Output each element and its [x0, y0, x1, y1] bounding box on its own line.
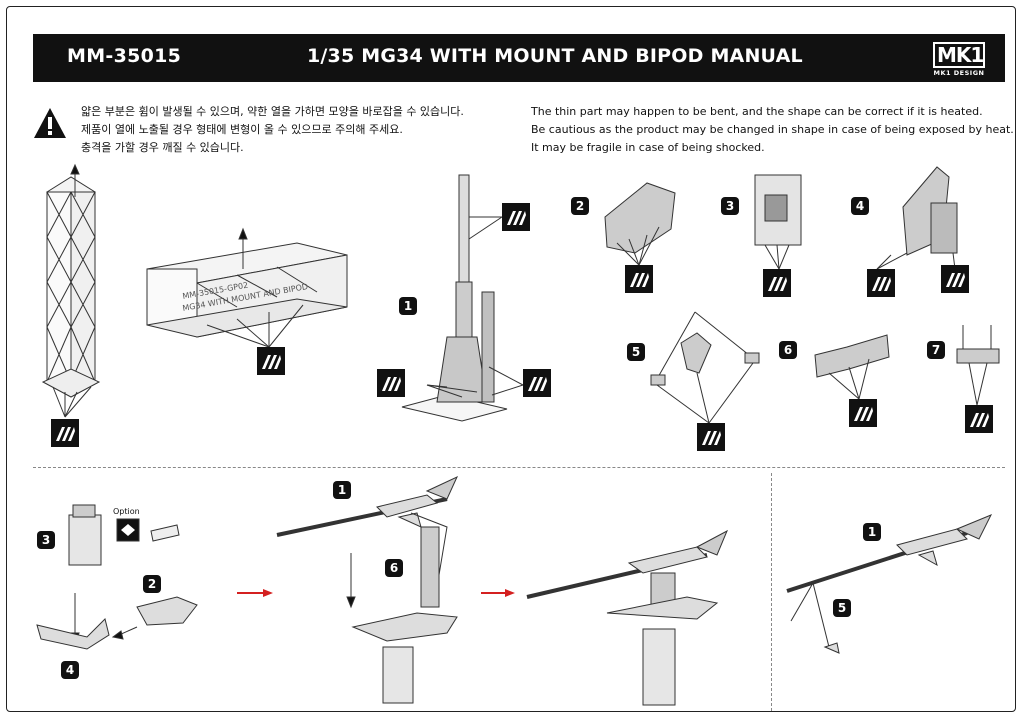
step-number-1: 1 — [863, 523, 881, 541]
sprue-cut-icon — [625, 265, 653, 293]
logo-subtitle: MK1 DESIGN — [933, 69, 985, 77]
manual-sheet: MM-35015 1/35 MG34 WITH MOUNT AND BIPOD … — [6, 6, 1016, 712]
assembly-drawings — [36, 475, 993, 706]
part1-gun-standing — [401, 174, 524, 422]
sprue-cut-icon — [965, 405, 993, 433]
tall-frame-drawing — [41, 163, 101, 418]
product-code: MM-35015 — [67, 45, 182, 67]
parts-illustration: MM-35015-GP02 MG34 WITH MOUNT AND BIPOD — [36, 163, 1000, 706]
part-number-7: 7 — [927, 341, 945, 359]
warning-korean: 얇은 부분은 휨이 발생될 수 있으며, 약한 열을 가하면 모양을 바로잡을 … — [81, 103, 464, 157]
sprue-cut-icon — [849, 399, 877, 427]
part-number-2: 2 — [571, 197, 589, 215]
step-number-1: 1 — [333, 481, 351, 499]
warning-korean-line: 충격을 가할 경우 깨질 수 있습니다. — [81, 141, 244, 154]
warning-english-line: Be cautious as the product may be change… — [531, 123, 1014, 136]
section-divider — [33, 467, 1005, 468]
warning-korean-line: 제품이 열에 노출될 경우 형태에 변형이 올 수 있으므로 주의해 주세요. — [81, 123, 403, 136]
header-bar: MM-35015 1/35 MG34 WITH MOUNT AND BIPOD … — [33, 34, 1005, 82]
step-number-5: 5 — [833, 599, 851, 617]
part-number-5: 5 — [627, 343, 645, 361]
sprue-cut-icon — [257, 347, 285, 375]
warning-korean-line: 얇은 부분은 휨이 발생될 수 있으며, 약한 열을 가하면 모양을 바로잡을 … — [81, 105, 464, 118]
manual-title: 1/35 MG34 WITH MOUNT AND BIPOD MANUAL — [307, 45, 803, 67]
warning-english-line: It may be fragile in case of being shock… — [531, 141, 765, 154]
part-number-6: 6 — [779, 341, 797, 359]
wide-frame-drawing: MM-35015-GP02 MG34 WITH MOUNT AND BIPOD — [146, 227, 348, 348]
part3-ammo-box — [754, 174, 802, 270]
part-number-4: 4 — [851, 197, 869, 215]
sprue-cut-icon — [697, 423, 725, 451]
section-divider — [771, 473, 772, 711]
sprue-cut-icon — [51, 419, 79, 447]
sprue-cut-icon — [502, 203, 530, 231]
logo-mark: MK1 — [933, 42, 985, 68]
sprue-cut-icon — [523, 369, 551, 397]
warning-english-line: The thin part may happen to be bent, and… — [531, 105, 983, 118]
brand-logo: MK1 MK1 DESIGN — [933, 42, 985, 77]
step-number-2: 2 — [143, 575, 161, 593]
sprue-cut-icon — [763, 269, 791, 297]
part5-bipod — [650, 311, 760, 424]
step-number-4: 4 — [61, 661, 79, 679]
part2-drawing — [604, 182, 676, 266]
part-number-1: 1 — [399, 297, 417, 315]
warning-triangle-icon — [34, 108, 66, 138]
part-number-3: 3 — [721, 197, 739, 215]
step-number-3: 3 — [37, 531, 55, 549]
sprue-cut-icon — [941, 265, 969, 293]
part4-drawing — [876, 166, 958, 270]
sprue-cut-icon — [377, 369, 405, 397]
part7-drawing — [956, 325, 1000, 406]
warning-english: The thin part may happen to be bent, and… — [531, 103, 1014, 157]
sprue-cut-icon — [867, 269, 895, 297]
part6-ammo-belt — [814, 334, 890, 400]
option-label: Option — [113, 507, 140, 516]
step-number-6: 6 — [385, 559, 403, 577]
